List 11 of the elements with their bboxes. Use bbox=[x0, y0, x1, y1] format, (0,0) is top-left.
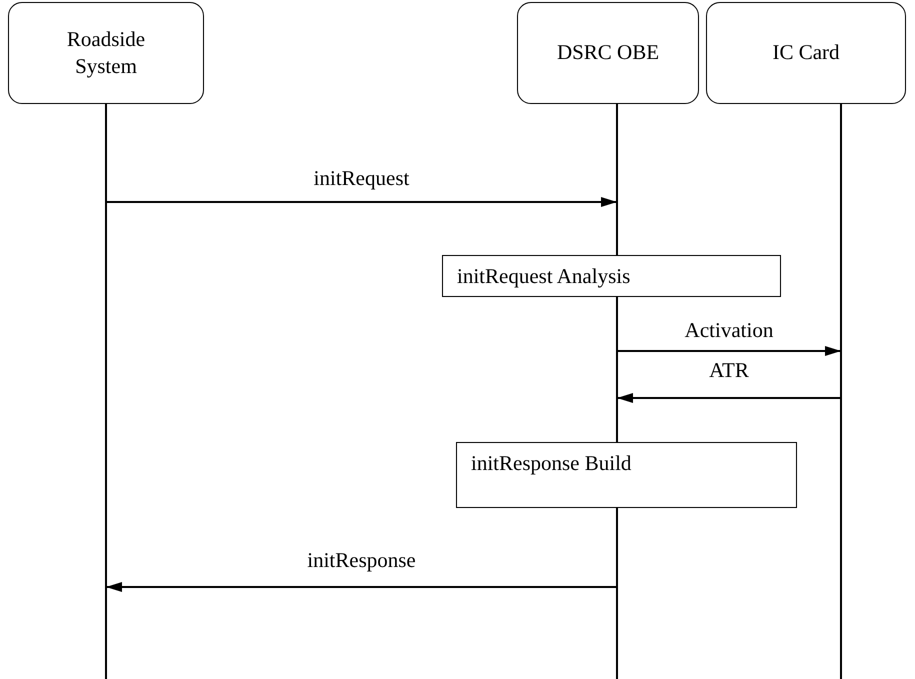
process-label: initRequest Analysis bbox=[457, 264, 630, 288]
message-arrow bbox=[617, 346, 841, 356]
message-arrow bbox=[106, 197, 617, 207]
participant-label: Roadside System bbox=[66, 26, 146, 80]
participant-label: IC Card bbox=[772, 39, 840, 66]
process-box bbox=[456, 442, 797, 508]
message-arrow bbox=[617, 393, 841, 403]
process-label: initResponse Build bbox=[471, 451, 632, 476]
message-arrow bbox=[106, 582, 617, 592]
process-box bbox=[442, 255, 781, 297]
participant-label: DSRC OBE bbox=[556, 39, 660, 66]
